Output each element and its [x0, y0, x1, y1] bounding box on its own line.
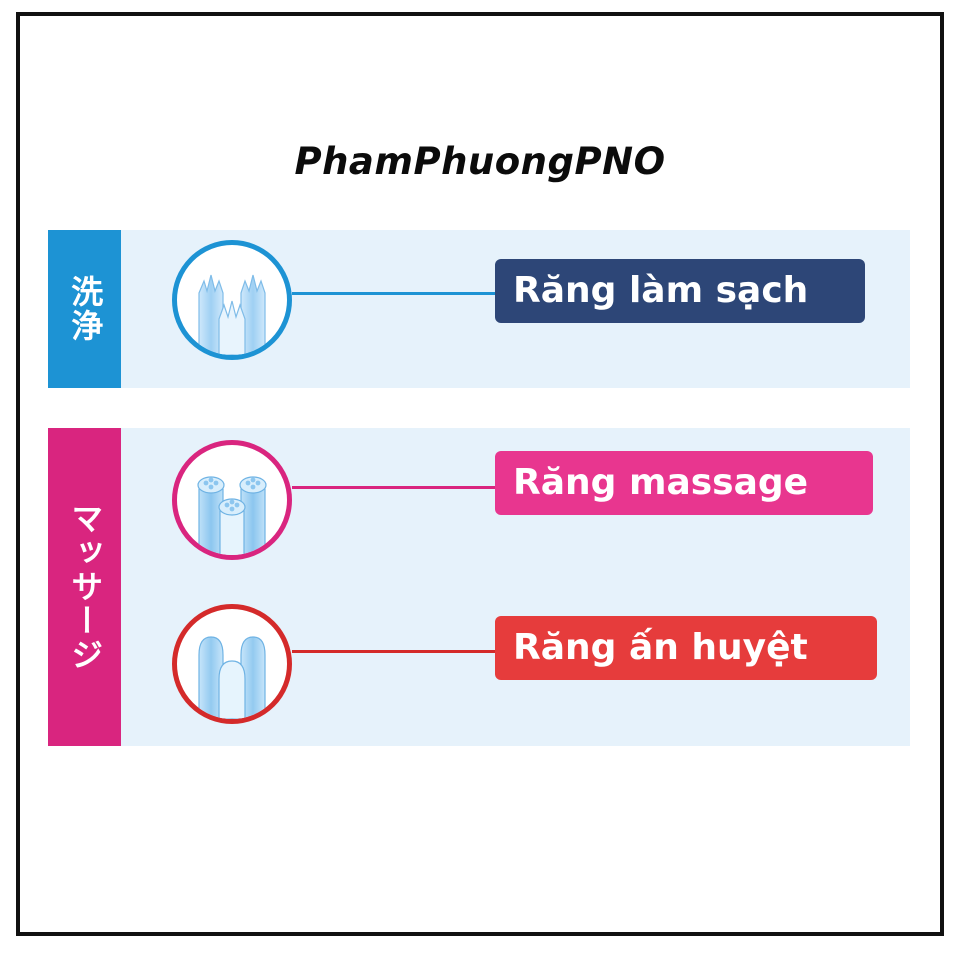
massage-tab-label: マッサージ — [68, 502, 102, 672]
cleaning-bristles-icon — [172, 240, 292, 360]
acupressure-label-badge: Răng ấn huyệt — [495, 616, 877, 680]
acupressure-bristles-icon — [172, 604, 292, 724]
massage-label-badge: Răng massage — [495, 451, 873, 515]
watermark-title: PhamPhuongPNO — [0, 140, 960, 183]
massage-side-tab: マッサージ — [48, 428, 121, 746]
massage-connector-line — [292, 486, 496, 489]
cleaning-connector-line — [292, 292, 496, 295]
cleaning-side-tab: 洗浄 — [48, 230, 121, 388]
massage-bristles-icon — [172, 440, 292, 560]
acupressure-connector-line — [292, 650, 496, 653]
cleaning-label-badge: Răng làm sạch — [495, 259, 865, 323]
cleaning-tab-label: 洗浄 — [68, 275, 102, 343]
